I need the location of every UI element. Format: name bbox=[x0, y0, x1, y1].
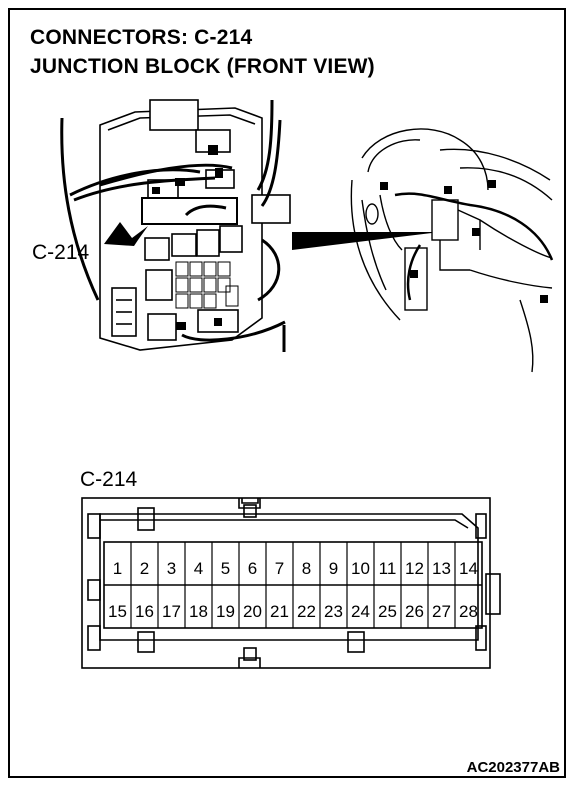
callout-arrow bbox=[104, 222, 148, 246]
connector-face-label: C-214 bbox=[80, 468, 138, 491]
vehicle-location-view bbox=[350, 128, 554, 373]
pins-bottom-row: 15 16 17 18 19 20 21 22 23 24 25 26 27 28 bbox=[108, 602, 478, 621]
location-pointer bbox=[292, 232, 440, 250]
pin-27: 27 bbox=[432, 602, 451, 621]
pin-7: 7 bbox=[275, 559, 284, 578]
pin-28: 28 bbox=[459, 602, 478, 621]
pin-24: 24 bbox=[351, 602, 370, 621]
pin-3: 3 bbox=[167, 559, 176, 578]
pin-11: 11 bbox=[379, 559, 397, 578]
pin-8: 8 bbox=[302, 559, 311, 578]
pin-12: 12 bbox=[405, 559, 424, 578]
pin-23: 23 bbox=[324, 602, 343, 621]
pin-21: 21 bbox=[270, 602, 289, 621]
pin-20: 20 bbox=[243, 602, 262, 621]
pin-25: 25 bbox=[378, 602, 397, 621]
pin-22: 22 bbox=[297, 602, 316, 621]
pin-19: 19 bbox=[216, 602, 235, 621]
pin-10: 10 bbox=[351, 559, 370, 578]
pin-9: 9 bbox=[329, 559, 338, 578]
connector-callout-label: C-214 bbox=[32, 241, 90, 264]
pin-13: 13 bbox=[432, 559, 451, 578]
figure-id: AC202377AB bbox=[466, 759, 560, 776]
junction-block-illustration bbox=[60, 99, 291, 352]
pin-16: 16 bbox=[135, 602, 154, 621]
pin-26: 26 bbox=[405, 602, 424, 621]
pin-1: 1 bbox=[113, 559, 122, 578]
pin-2: 2 bbox=[140, 559, 149, 578]
diagram-title-line1: CONNECTORS: C-214 bbox=[30, 26, 253, 49]
pin-6: 6 bbox=[248, 559, 257, 578]
diagram-title-line2: JUNCTION BLOCK (FRONT VIEW) bbox=[30, 55, 375, 78]
pin-15: 15 bbox=[108, 602, 127, 621]
pin-18: 18 bbox=[189, 602, 208, 621]
diagram-frame bbox=[8, 8, 566, 778]
pin-14: 14 bbox=[459, 559, 478, 578]
pin-4: 4 bbox=[194, 559, 203, 578]
connector-housing bbox=[81, 497, 491, 669]
connector-face-diagram bbox=[81, 497, 501, 669]
pin-17: 17 bbox=[162, 602, 181, 621]
pin-5: 5 bbox=[221, 559, 230, 578]
